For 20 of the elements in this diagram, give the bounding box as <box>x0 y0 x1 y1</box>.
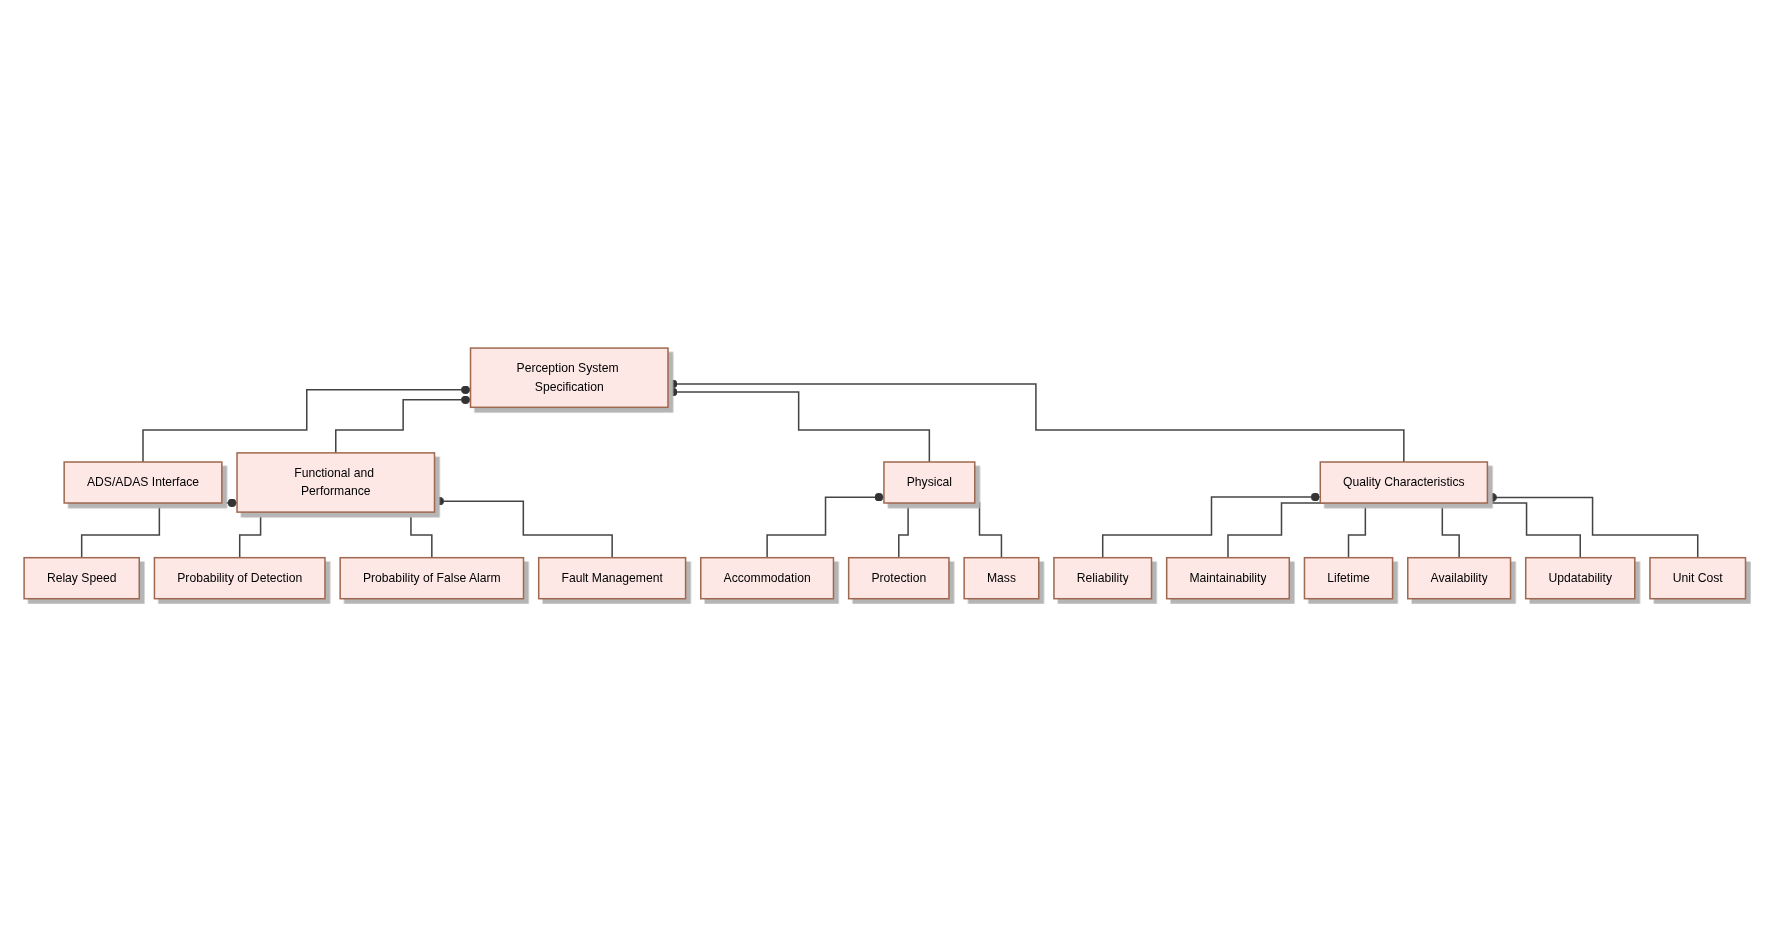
node-box: Relay Speed <box>23 556 140 600</box>
node-box: ADS/ADAS Interface <box>63 460 223 504</box>
node-box: Mass <box>963 556 1040 600</box>
node-box: Updatability <box>1524 556 1636 600</box>
node-box: Maintainability <box>1165 556 1290 600</box>
node-box: Lifetime <box>1303 556 1394 600</box>
connector <box>141 384 471 463</box>
node-box: Fault Management <box>537 556 687 600</box>
connector <box>334 394 471 454</box>
node-box: Reliability <box>1052 556 1152 600</box>
node-box: Quality Characteristics <box>1319 460 1488 504</box>
node-box: Physical <box>882 460 976 504</box>
node-box: Availability <box>1406 556 1511 600</box>
node-box: Probability of Detection <box>153 556 326 600</box>
node-box: Probability of False Alarm <box>339 556 524 600</box>
node-box: Functional and Performance <box>235 451 435 513</box>
node-box: Accommodation <box>699 556 834 600</box>
node-box: Unit Cost <box>1648 556 1746 600</box>
node-box: Perception System Specification <box>469 346 669 408</box>
node-box: Protection <box>847 556 950 600</box>
